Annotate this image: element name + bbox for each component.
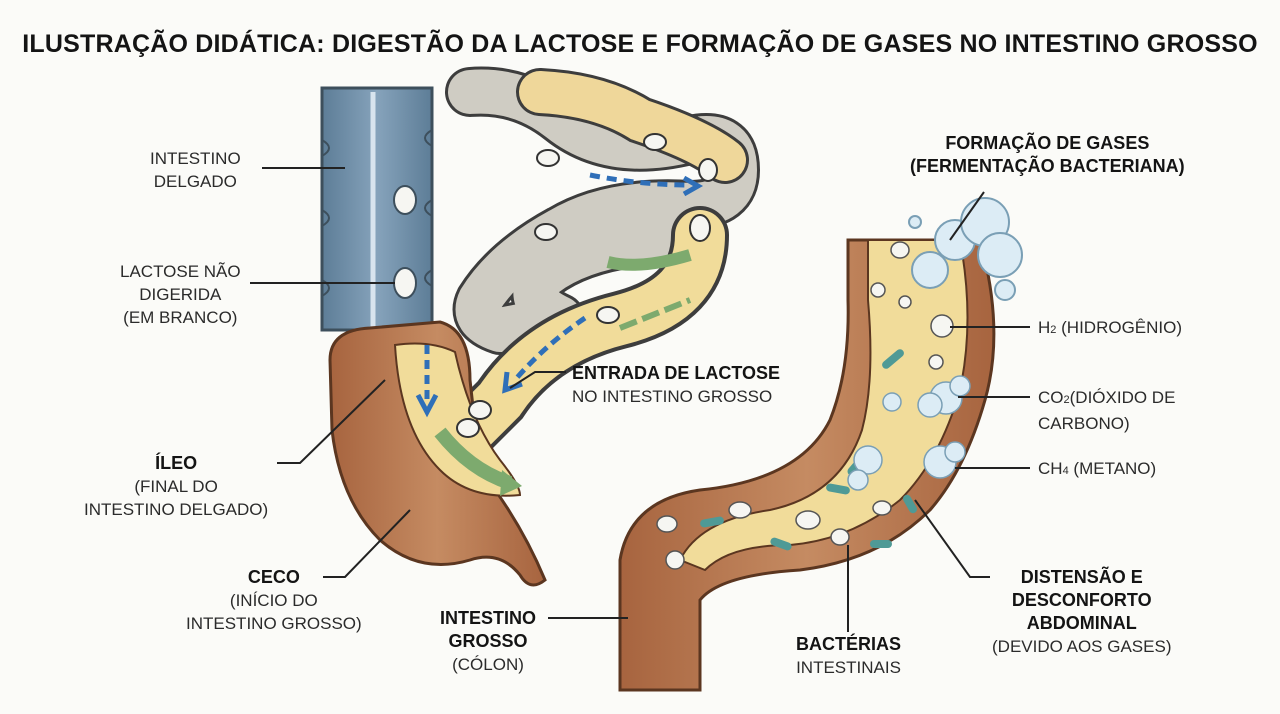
label-bacteria: BACTÉRIAS INTESTINAIS — [796, 634, 902, 677]
bacterium — [826, 483, 850, 495]
label-undigested-lactose: LACTOSE NÃO DIGERIDA (EM BRANCO) — [120, 262, 241, 327]
bacterium — [870, 540, 892, 548]
page-title: ILUSTRAÇÃO DIDÁTICA: DIGESTÃO DA LACTOSE… — [22, 30, 1258, 58]
lactose-flow-arrow — [589, 172, 691, 188]
label-distension: DISTENSÃO E DESCONFORTO ABDOMINAL (DEVID… — [992, 567, 1172, 656]
leader-lines — [250, 167, 1030, 632]
bacterium — [770, 537, 792, 551]
label-large-intestine: INTESTINO GROSSO (CÓLON) — [440, 608, 537, 674]
small-intestine-segment — [320, 86, 434, 332]
label-lactose-entry: ENTRADA DE LACTOSE NO INTESTINO GROSSO — [572, 363, 781, 406]
bacterium — [903, 494, 917, 514]
gas-cloud — [908, 197, 1023, 301]
bacterium — [700, 516, 724, 528]
green-flow-arrow — [606, 249, 692, 271]
lactose-entry-tube — [441, 206, 729, 459]
label-cecum: CECO (INÍCIO DO INTESTINO GROSSO) — [186, 567, 362, 633]
label-ileum: ÍLEO (FINAL DO INTESTINO DELGADO) — [84, 453, 269, 519]
colon-segment — [618, 238, 996, 692]
label-gas-formation: FORMAÇÃO DE GASES (FERMENTAÇÃO BACTERIAN… — [910, 133, 1185, 176]
bacterium — [882, 349, 904, 369]
intestinal-loops — [445, 66, 760, 355]
label-small-intestine: INTESTINO DELGADO — [150, 149, 241, 191]
